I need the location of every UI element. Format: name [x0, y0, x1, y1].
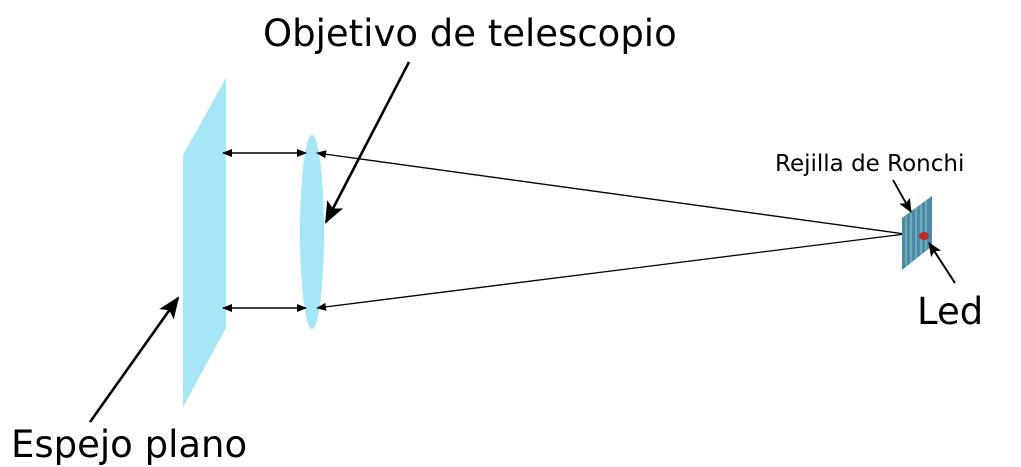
objective-lens [300, 135, 324, 329]
arrow-mirror-pointer [88, 296, 180, 423]
label-grating: Rejilla de Ronchi [775, 151, 964, 177]
label-led: Led [917, 290, 983, 333]
arrow-grating-pointer [892, 179, 912, 213]
plane-mirror [183, 78, 226, 407]
label-objective: Objetivo de telescopio [263, 12, 677, 55]
label-mirror: Espejo plano [11, 423, 247, 466]
led-dot [919, 232, 929, 240]
arrow-objective-pointer [324, 61, 411, 224]
ronchi-grating [902, 196, 932, 270]
arrow-led-pointer [928, 242, 956, 284]
ray-upper [316, 150, 906, 235]
ray-lower [316, 233, 906, 311]
